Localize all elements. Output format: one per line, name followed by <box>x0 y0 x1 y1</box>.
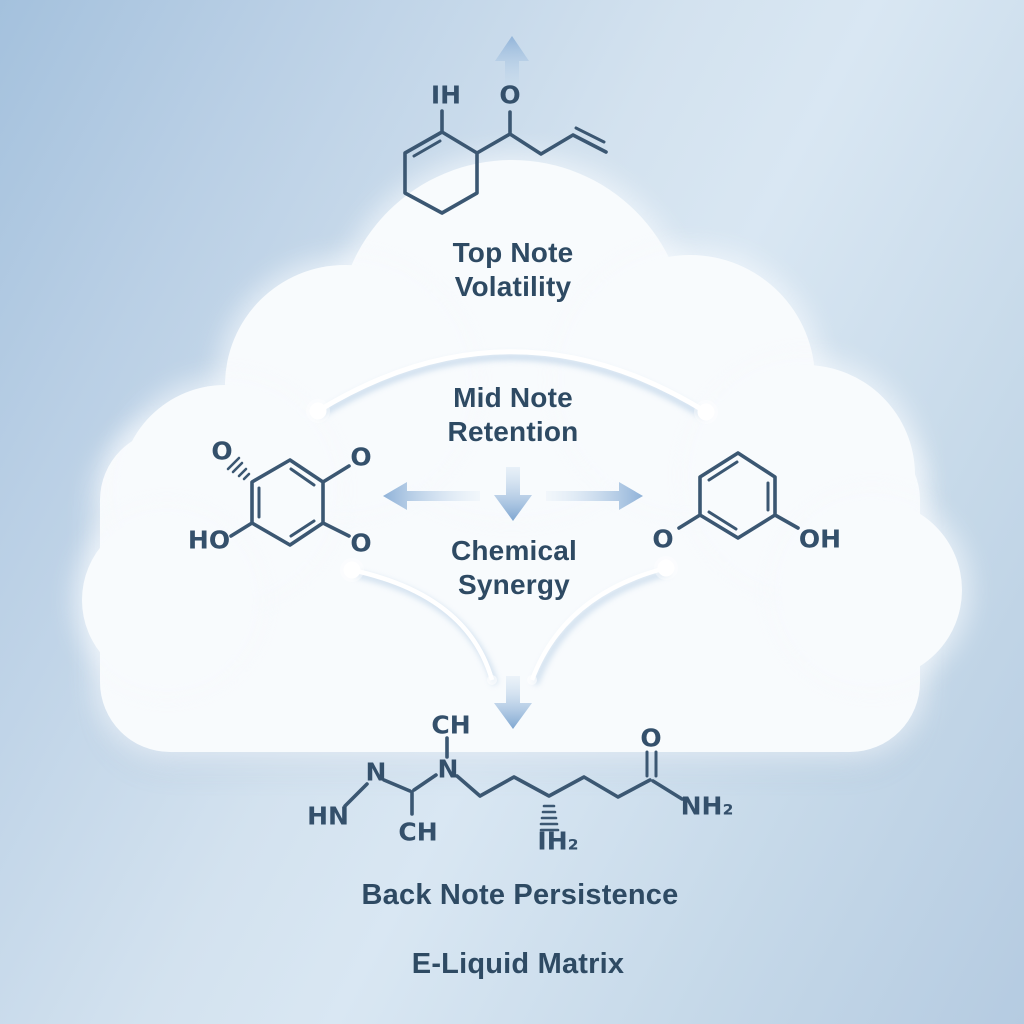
connector-node-small <box>527 675 537 685</box>
synergy-right-arrow-icon <box>546 482 643 510</box>
atom-label-ch: CH <box>398 818 437 847</box>
top-note-molecule: IH O <box>403 81 608 215</box>
atom-label-n: N <box>366 758 387 787</box>
arc-shadow <box>316 353 708 420</box>
synergy-left-arrow-icon <box>383 482 480 510</box>
double-bond-lines <box>645 750 658 778</box>
arc-line <box>529 565 667 681</box>
connector-node <box>657 559 675 577</box>
chemical-synergy-label: Chemical Synergy <box>451 534 577 602</box>
mid-left-molecule: O O HO O <box>188 437 372 558</box>
arc-line <box>351 567 495 681</box>
double-bond-lines <box>412 126 606 158</box>
atom-label-hn: HN <box>307 802 349 831</box>
atom-label-nh2: NH₂ <box>681 792 734 821</box>
top-note-line2: Volatility <box>454 271 572 302</box>
atom-label-o: O <box>640 724 661 753</box>
connector-nodes <box>306 399 718 685</box>
e-liquid-matrix-label: E-Liquid Matrix <box>411 948 625 980</box>
mid-right-molecule: O OH <box>652 451 841 554</box>
connector-node <box>697 403 715 421</box>
bond-lines <box>677 451 800 540</box>
right-lower-connector-arc <box>529 565 670 686</box>
atom-label-o: O <box>652 525 673 554</box>
hashed-wedge-bond <box>226 456 251 481</box>
double-bond-lines <box>257 467 316 538</box>
persistence-down-arrow-icon <box>494 676 532 729</box>
atom-label-o: O <box>499 81 520 110</box>
atom-label-ho: HO <box>188 526 230 555</box>
top-note-label: Top Note Volatility <box>453 236 574 304</box>
connector-node <box>309 402 327 420</box>
mid-note-line2: Retention <box>447 416 579 447</box>
left-lower-connector-arc <box>351 567 499 685</box>
connector-node-small <box>487 675 497 685</box>
atom-label-oh: OH <box>799 525 841 554</box>
back-note-molecule: CH N N HN CH IH₂ O NH₂ <box>307 711 733 856</box>
cloud-lobe <box>82 515 252 685</box>
atom-label-o: O <box>350 529 371 558</box>
synergy-line2: Synergy <box>458 569 570 600</box>
volatility-up-arrow-icon <box>495 36 529 86</box>
atom-label-n: N <box>438 755 459 784</box>
atom-label-ch: CH <box>431 711 470 740</box>
hashed-wedge-bond <box>539 804 560 832</box>
bond-lines <box>403 109 608 215</box>
cloud-lobe <box>782 500 962 680</box>
synergy-down-arrow-icon <box>494 467 532 521</box>
mid-note-line1: Mid Note <box>453 382 573 413</box>
top-connector-arc <box>316 349 708 420</box>
double-bond-lines <box>707 460 770 531</box>
mid-note-label: Mid Note Retention <box>448 381 579 449</box>
connector-node <box>343 561 361 579</box>
atom-label-ih2: IH₂ <box>537 827 578 856</box>
arc-shadow <box>531 568 670 686</box>
bond-lines <box>229 458 351 547</box>
arc-line <box>316 349 708 415</box>
synergy-line1: Chemical <box>450 535 578 566</box>
back-note-label: Back Note Persistence <box>361 879 679 911</box>
atom-label-ih: IH <box>431 81 461 110</box>
atom-label-o: O <box>350 443 371 472</box>
top-note-line1: Top Note <box>452 237 574 268</box>
bond-lines <box>343 736 684 816</box>
atom-label-o: O <box>211 437 232 466</box>
